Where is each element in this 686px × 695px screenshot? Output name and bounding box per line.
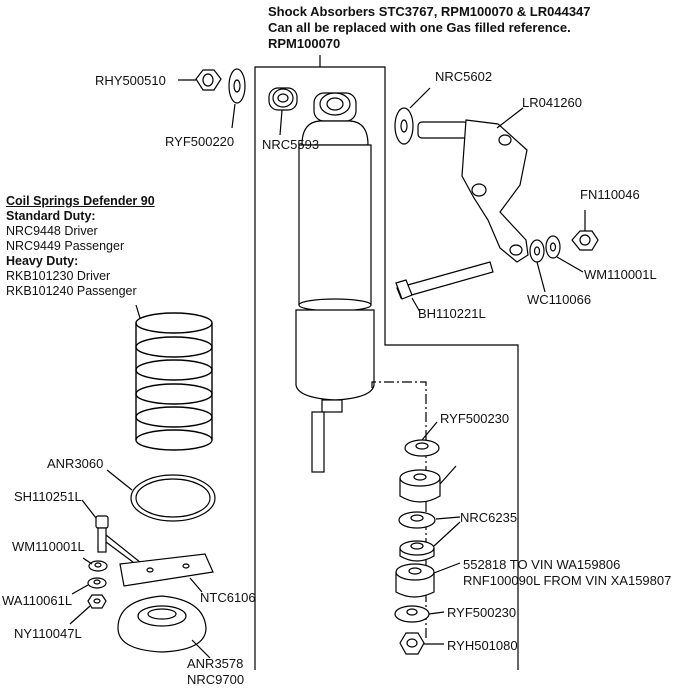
label-wm110001l-left: WM110001L <box>12 539 85 554</box>
label-nrc5602: NRC5602 <box>435 69 493 84</box>
standard-driver: NRC9448 Driver <box>6 224 98 238</box>
washer-ryf500230-top <box>404 439 440 457</box>
label-nrc9700: NRC9700 <box>187 672 245 687</box>
plate-ntc6106 <box>119 553 214 587</box>
bolt-sh110251l <box>95 515 109 553</box>
heavy-driver: RKB101230 Driver <box>6 269 111 283</box>
label-nrc6235: NRC6235 <box>460 510 518 525</box>
bracket-lr041260 <box>417 119 529 263</box>
nut-ny110047l <box>87 594 107 609</box>
header-line-3: RPM100070 <box>268 36 341 51</box>
standard-duty-heading: Standard Duty: <box>6 209 96 223</box>
spring-seat-anr3578 <box>117 595 207 653</box>
label-sh110251l: SH110251L <box>14 489 82 504</box>
label-wm110001l-top: WM110001L <box>584 267 657 282</box>
label-nrc5593: NRC5593 <box>262 137 320 152</box>
washer-ryf500230-bottom <box>394 605 430 623</box>
heavy-passenger: RKB101240 Passenger <box>6 284 137 298</box>
label-ny110047l: NY110047L <box>14 626 82 641</box>
header-line-2: Can all be replaced with one Gas filled … <box>268 20 571 35</box>
nut-ryh501080 <box>399 632 425 655</box>
bush-nrc5593 <box>268 87 298 111</box>
nut-rhy500510 <box>195 69 222 91</box>
shock-absorber <box>295 92 375 473</box>
label-ryf500230-bottom: RYF500230 <box>447 605 517 620</box>
label-rnf100090l: RNF100090L FROM VIN XA159807 <box>463 573 672 588</box>
header-line-1: Shock Absorbers STC3767, RPM100070 & LR0… <box>268 4 591 19</box>
label-552818: 552818 TO VIN WA159806 <box>463 557 621 572</box>
coil-spring-title: Coil Springs Defender 90 <box>6 194 155 208</box>
bolt-bh110221l <box>395 261 494 300</box>
standard-passenger: NRC9449 Passenger <box>6 239 125 253</box>
label-lr041260: LR041260 <box>522 95 582 110</box>
ring-anr3060 <box>130 474 216 522</box>
label-ryh501080: RYH501080 <box>447 638 518 653</box>
label-wa110061l: WA110061L <box>2 593 73 608</box>
dash-dot-guide <box>371 381 427 640</box>
bush-552818 <box>395 563 435 598</box>
label-ryf500230-top: RYF500230 <box>440 411 510 426</box>
bush-stepped <box>399 540 435 562</box>
coil-spring <box>135 312 213 451</box>
label-wc110066: WC110066 <box>527 292 592 307</box>
label-anr3060: ANR3060 <box>47 456 104 471</box>
washer-wa110061l <box>87 577 107 589</box>
nut-fn110046 <box>571 230 599 251</box>
washer-wm110001l-top <box>545 235 561 259</box>
washer-wm110001l-left <box>88 560 108 572</box>
rubber-bush-upper <box>399 469 441 503</box>
label-bh110221l: BH110221L <box>418 306 486 321</box>
label-fn110046: FN110046 <box>580 187 640 202</box>
washer-ryf500220 <box>228 68 246 104</box>
label-rhy500510: RHY500510 <box>95 73 166 88</box>
coil-spring-notes: Coil Springs Defender 90 Standard Duty: … <box>6 194 155 299</box>
washer-nrc6235 <box>398 511 436 529</box>
shock-frame-outline <box>254 66 519 670</box>
label-anr3578: ANR3578 <box>187 656 244 671</box>
heavy-duty-heading: Heavy Duty: <box>6 254 79 268</box>
label-ryf500220: RYF500220 <box>165 134 235 149</box>
label-ntc6106: NTC6106 <box>200 590 256 605</box>
washer-nrc5602 <box>394 107 414 145</box>
washer-wc110066 <box>529 239 545 263</box>
